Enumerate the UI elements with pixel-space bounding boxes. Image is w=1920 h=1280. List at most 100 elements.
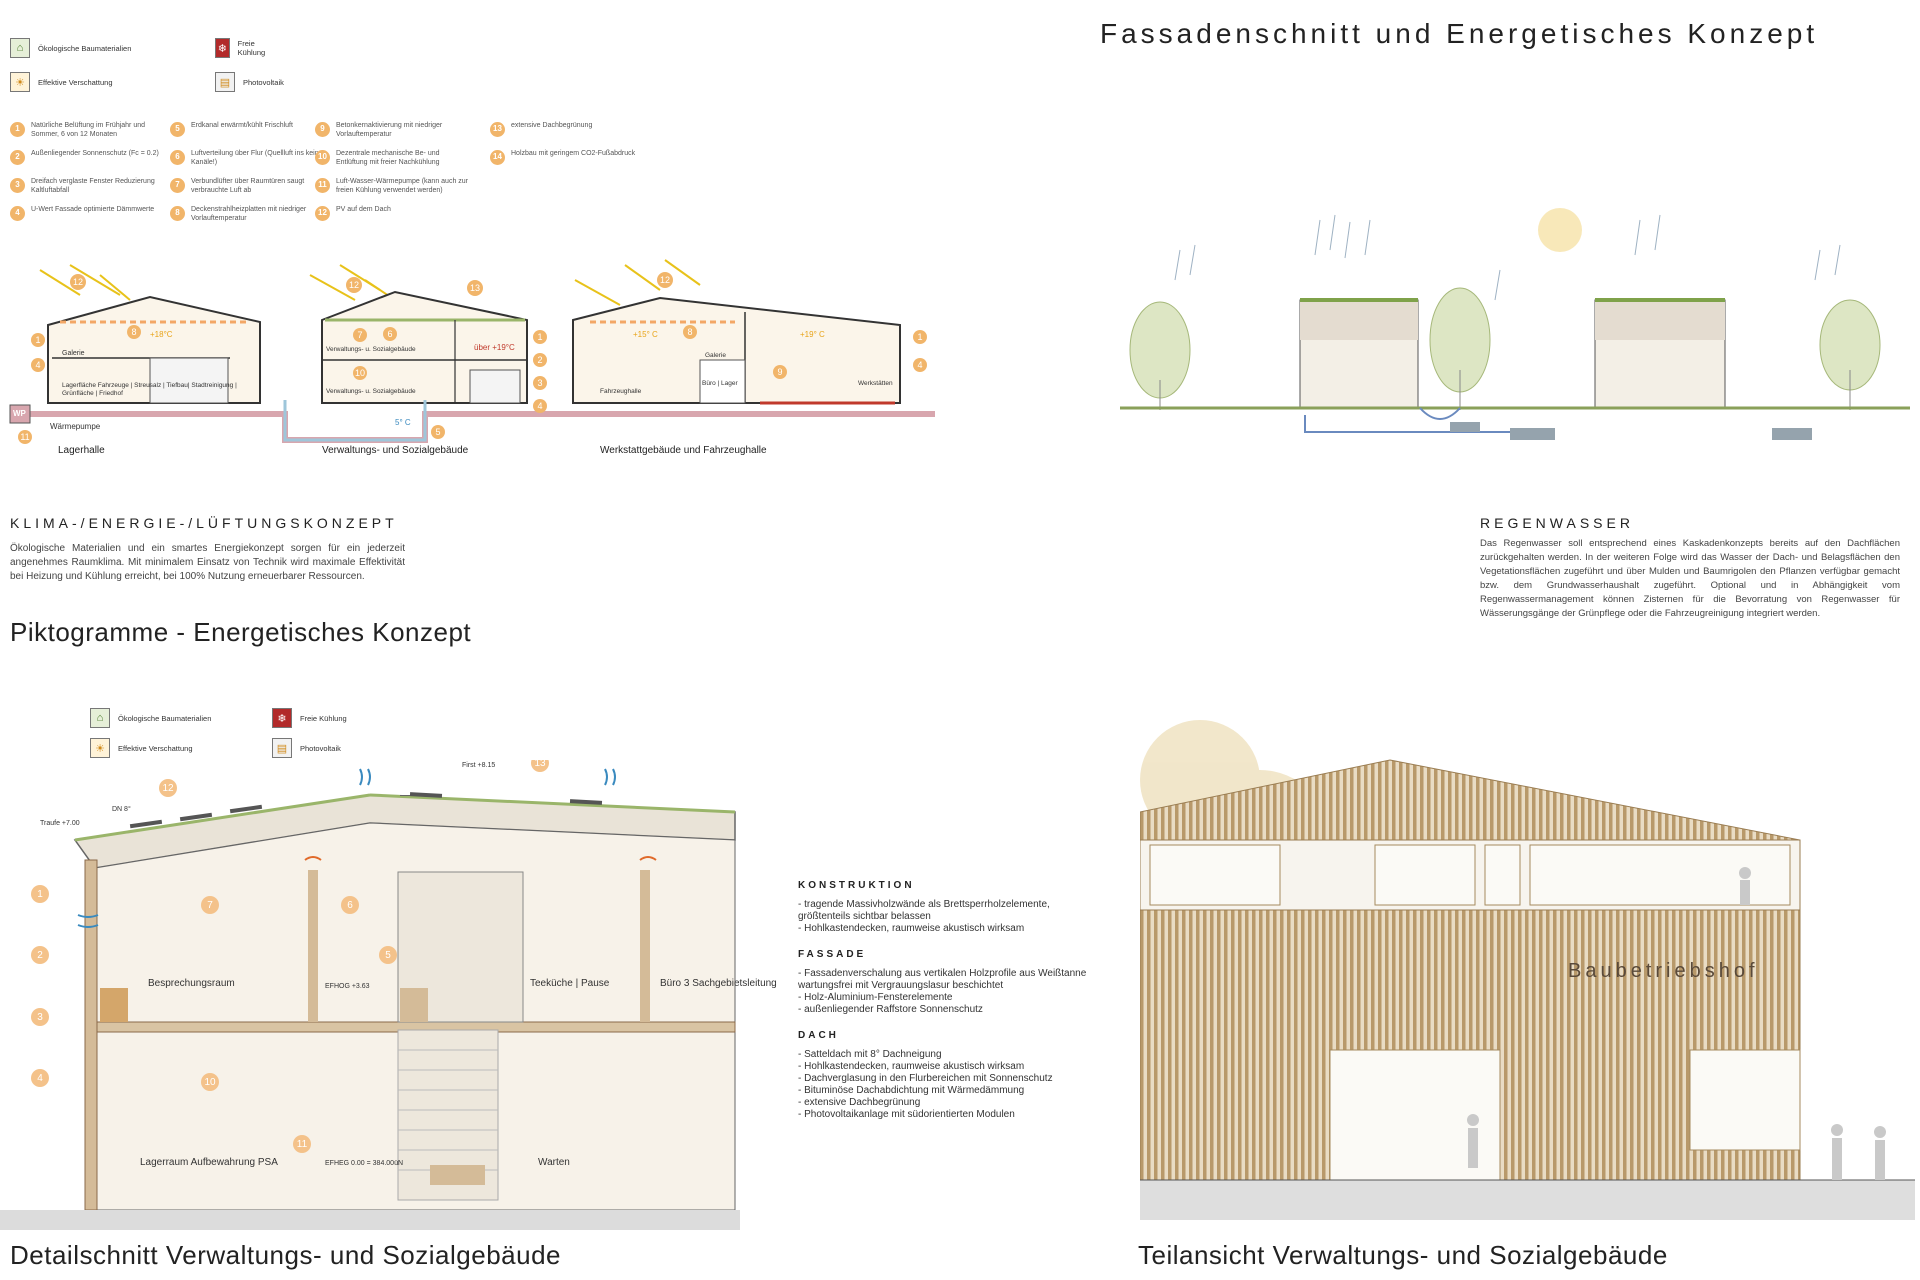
list-item-text: PV auf dem Dach bbox=[336, 206, 391, 213]
legend-label: Photovoltaik bbox=[300, 743, 341, 753]
spec-line: - tragende Massivholzwände als Brettsper… bbox=[798, 899, 1050, 922]
spec-line: - Hohlkastendecken, raumweise akustisch … bbox=[798, 1061, 1025, 1072]
lagerhalle-galerie: Galerie bbox=[62, 350, 85, 357]
spec-line: - Bituminöse Dachabdichtung mit Wärmedäm… bbox=[798, 1085, 1025, 1096]
list-item-text: Holzbau mit geringem CO2-Fußabdruck bbox=[511, 150, 636, 157]
diagram-badges: 12 1 4 8 12 13 7 6 10 5 1 2 3 4 12 8 9 1… bbox=[18, 272, 927, 444]
legend-label: Freie Kühlung bbox=[300, 713, 347, 723]
svg-text:1: 1 bbox=[35, 335, 40, 345]
outer-wall bbox=[84, 859, 98, 1211]
list-item: 1 Natürliche Belüftung im Frühjahr und So… bbox=[10, 122, 165, 150]
werkstatt-fahrzeughalle: Fahrzeughalle bbox=[600, 388, 642, 395]
level-ok-og: EFHOG +3.63 bbox=[325, 983, 370, 990]
detail-title: Detailschnitt Verwaltungs- und Sozialgeb… bbox=[10, 1240, 562, 1270]
svg-text:4: 4 bbox=[917, 360, 922, 370]
number-badge: 6 bbox=[170, 150, 185, 165]
werkstatt-section bbox=[572, 296, 901, 405]
svg-text:7: 7 bbox=[207, 900, 213, 911]
spec-line: - Hohlkastendecken, raumweise akustisch … bbox=[798, 923, 1025, 934]
svg-text:4: 4 bbox=[537, 401, 542, 411]
spec-line: - außenliegender Raffstore Sonnenschutz bbox=[798, 1004, 983, 1015]
heatpump-box bbox=[9, 404, 31, 424]
svg-text:1: 1 bbox=[37, 889, 43, 900]
heatpump-label: Wärmepumpe bbox=[50, 422, 101, 431]
page-title: Fassadenschnitt und Energetisches Konzep… bbox=[1100, 18, 1819, 49]
facade-sign: Baubetriebshof bbox=[1568, 960, 1759, 982]
spec-title: KONSTRUKTION bbox=[798, 880, 915, 891]
verwaltung-temp-warm: über +19°C bbox=[474, 343, 515, 352]
lagerhalle-temp: +18°C bbox=[150, 330, 173, 339]
verwaltung-section bbox=[321, 290, 528, 404]
svg-text:13: 13 bbox=[534, 760, 546, 769]
spec-line: - Photovoltaikanlage mit südorientierten… bbox=[798, 1109, 1015, 1120]
number-badge: 11 bbox=[315, 178, 330, 193]
svg-text:3: 3 bbox=[537, 378, 542, 388]
svg-text:5: 5 bbox=[435, 427, 440, 437]
svg-text:12: 12 bbox=[349, 280, 359, 290]
legend-oekologisch: ⌂ Ökologische Baumaterialien bbox=[10, 38, 131, 58]
werkstatt-galerie: Galerie bbox=[705, 352, 726, 359]
svg-text:12: 12 bbox=[162, 783, 174, 794]
number-badge: 1 bbox=[10, 122, 25, 137]
teilansicht-title: Teilansicht Verwaltungs- und Sozialgebäu… bbox=[1138, 1240, 1668, 1270]
number-badge: 14 bbox=[490, 150, 505, 165]
room-buero: Büro 3 Sachgebietsleitung bbox=[660, 978, 777, 989]
verwaltung-name: Verwaltungs- und Sozialgebäude bbox=[322, 445, 469, 456]
spec-group-konstruktion: KONSTRUKTION - tragende Massivholzwände … bbox=[798, 880, 1098, 935]
detail-section-drawing: 1 2 3 4 5 6 7 10 11 12 13 bbox=[0, 760, 740, 1230]
svg-text:11: 11 bbox=[297, 1139, 308, 1150]
rainwater-diagram bbox=[1120, 208, 1910, 440]
ground bbox=[1140, 1180, 1915, 1220]
svg-text:1: 1 bbox=[917, 332, 922, 342]
svg-text:11: 11 bbox=[20, 432, 29, 442]
list-item-text: Dezentrale mechanische Be- und Entlüftun… bbox=[336, 150, 440, 166]
room-teekueche: Teeküche | Pause bbox=[530, 978, 610, 989]
shading-icon: ☀ bbox=[90, 738, 110, 758]
legend-verschattung: ☀Effektive Verschattung bbox=[90, 738, 193, 758]
svg-text:8: 8 bbox=[687, 327, 692, 337]
svg-text:9: 9 bbox=[777, 367, 782, 377]
legend-label: Ökologische Baumaterialien bbox=[38, 43, 132, 53]
list-item: 14 Holzbau mit geringem CO2-Fußabdruck bbox=[490, 150, 645, 178]
svg-text:5: 5 bbox=[385, 950, 391, 961]
list-item-text: Luftverteilung über Flur (Quellluft ins … bbox=[191, 150, 323, 166]
room-lager: Lagerraum Aufbewahrung PSA bbox=[140, 1157, 278, 1168]
spec-line: - Satteldach mit 8° Dachneigung bbox=[798, 1049, 942, 1060]
svg-text:7: 7 bbox=[357, 330, 362, 340]
svg-text:3: 3 bbox=[37, 1012, 43, 1023]
room-besprechung: Besprechungsraum bbox=[148, 978, 235, 989]
shading-icon: ☀ bbox=[10, 72, 30, 92]
verwaltung-label-bottom: Verwaltungs- u. Sozialgebäude bbox=[326, 388, 416, 395]
list-item: 6 Luftverteilung über Flur (Quellluft ins… bbox=[170, 150, 325, 178]
pv-modules bbox=[129, 792, 603, 829]
verwaltung-temp-duct: 5° C bbox=[395, 418, 411, 427]
svg-text:13: 13 bbox=[470, 283, 480, 293]
svg-text:8: 8 bbox=[131, 327, 136, 337]
klima-text: Ökologische Materialien und ein smartes … bbox=[10, 543, 405, 582]
spec-line: - extensive Dachbegrünung bbox=[798, 1097, 921, 1108]
legend-label: Ökologische Baumaterialien bbox=[118, 713, 212, 723]
trees bbox=[1129, 287, 1881, 410]
spec-group-fassade: FASSADE - Fassadenverschalung aus vertik… bbox=[798, 949, 1098, 1016]
list-item-text: Luft-Wasser-Wärmepumpe (kann auch zur fr… bbox=[336, 178, 469, 194]
rain-lines bbox=[1174, 214, 1841, 301]
number-badge: 3 bbox=[10, 178, 25, 193]
legend-oekologisch: ⌂Ökologische Baumaterialien bbox=[90, 708, 211, 728]
spec-line: - Fassadenverschalung aus vertikalen Hol… bbox=[798, 968, 1087, 991]
legend-pv: ▤ Photovoltaik bbox=[215, 72, 284, 92]
svg-text:10: 10 bbox=[204, 1077, 216, 1088]
earth-duct bbox=[25, 411, 935, 443]
list-item-text: Natürliche Belüftung im Frühjahr und Som… bbox=[31, 122, 146, 138]
legend-kuehlung: ❄Freie Kühlung bbox=[272, 708, 347, 728]
list-item-text: U-Wert Fassade optimierte Dämmwerte bbox=[31, 206, 155, 213]
level-traufe: Traufe +7.00 bbox=[40, 820, 80, 827]
detail-legend: ⌂Ökologische Baumaterialien ❄Freie Kühlu… bbox=[90, 708, 390, 758]
heat-arrows bbox=[304, 856, 657, 861]
klima-title: KLIMA-/ENERGIE-/LÜFTUNGSKONZEPT bbox=[10, 515, 398, 531]
spec-line: - Holz-Aluminium-Fensterelemente bbox=[798, 992, 953, 1003]
